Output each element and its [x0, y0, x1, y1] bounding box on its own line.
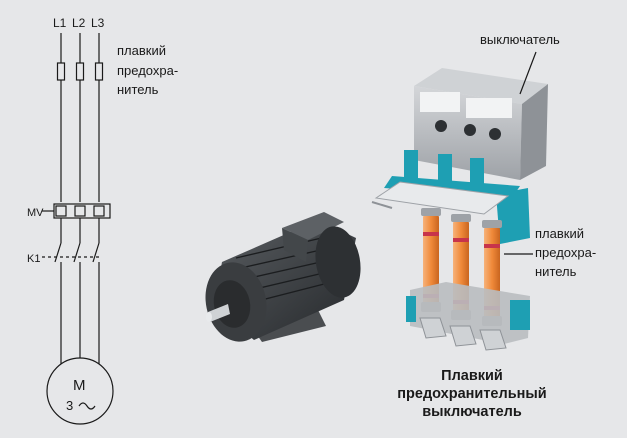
svg-text:Плавкий: Плавкий	[441, 368, 503, 384]
phase-label-l1: L1	[53, 16, 67, 30]
ac-tilde-icon	[78, 402, 96, 410]
phase-label-l2: L2	[72, 16, 86, 30]
motor-letter: M	[73, 377, 86, 394]
svg-text:плавкий: плавкий	[535, 226, 584, 241]
svg-text:выключатель: выключатель	[422, 404, 522, 420]
contactor-k1-label: K1	[27, 253, 40, 265]
device-switch-label: выключатель	[480, 32, 560, 47]
device-fuse-label: плавкий предохра- нитель	[535, 226, 596, 279]
schematic-fuse-label: плавкий предохра- нитель	[117, 43, 178, 97]
switch-fuse-device	[371, 68, 548, 351]
svg-text:предохра-: предохра-	[535, 245, 596, 260]
contactor-k1-symbol	[42, 242, 100, 263]
motor-illustration	[205, 212, 361, 342]
svg-text:предохранительный: предохранительный	[397, 386, 546, 402]
supply-lines	[60, 33, 100, 202]
motor-rating: 3	[66, 398, 73, 413]
svg-text:плавкий: плавкий	[117, 43, 166, 58]
svg-text:нитель: нитель	[535, 264, 577, 279]
device-caption: Плавкий предохранительный выключатель	[397, 368, 546, 420]
switch-mv-label: MV	[27, 207, 44, 219]
switch-mv-symbol	[53, 203, 111, 219]
fuse-symbols	[56, 62, 104, 81]
device-switch-leader	[519, 51, 537, 95]
schematic: L1 L2 L3 MV K1	[27, 16, 114, 425]
motor-symbol	[46, 357, 114, 425]
phase-label-l3: L3	[91, 16, 105, 30]
svg-text:предохра-: предохра-	[117, 63, 178, 78]
svg-text:нитель: нитель	[117, 82, 159, 97]
